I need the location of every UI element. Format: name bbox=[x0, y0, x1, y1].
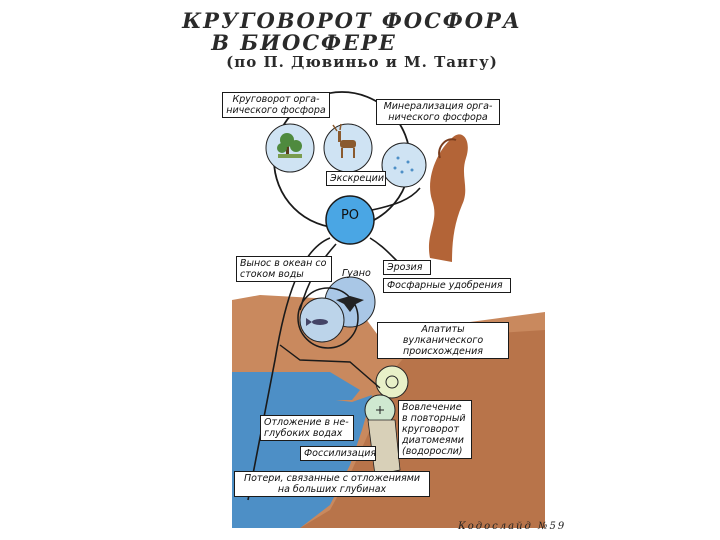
diatom-icon bbox=[376, 375, 399, 414]
organic-node bbox=[265, 123, 315, 173]
fish-icon bbox=[306, 318, 328, 326]
excretion-label: Экскреции bbox=[326, 171, 386, 186]
ocean-top bbox=[232, 372, 360, 400]
fertilizers-label: Фосфарные удобрения bbox=[383, 278, 511, 293]
volcano-smoke-icon bbox=[428, 134, 468, 262]
fertilizer-arc bbox=[371, 187, 421, 211]
footer-slide-number: Кодослайд №59 bbox=[458, 521, 567, 532]
runoff-label: Вынос в океан со стоком воды bbox=[236, 256, 332, 282]
deposition-shallow-label: Отложение в не-глубоких водах bbox=[260, 415, 354, 441]
deer-icon bbox=[332, 123, 356, 158]
phosphate-label: PO bbox=[340, 208, 360, 223]
title-line-2: В БИОСФЕРЕ bbox=[211, 30, 397, 55]
diatom-node-1 bbox=[375, 365, 409, 399]
losses-label: Потери, связанные с отложениями на больш… bbox=[234, 471, 430, 497]
loss-arc bbox=[247, 237, 331, 501]
fossilization-label: Фоссилизация bbox=[300, 446, 376, 461]
erosion-label: Эрозия bbox=[383, 260, 431, 275]
phosphate-circle bbox=[325, 195, 375, 245]
mineral-dots-icon bbox=[393, 156, 414, 174]
mineralization-label: Минерализация орга-нического фосфора bbox=[376, 99, 500, 125]
bird-icon bbox=[336, 296, 364, 312]
mineral-node bbox=[381, 142, 427, 188]
organic-cycle-label: Круговорот орга-нического фосфора bbox=[222, 92, 330, 118]
involvement-label: Вовлечение в повторный круговорот диатом… bbox=[398, 400, 472, 459]
tree-icon bbox=[277, 133, 302, 158]
guano-label: Гуано bbox=[342, 268, 371, 279]
title-line-1: КРУГОВОРОТ ФОСФОРА bbox=[182, 8, 522, 33]
apatites-label: Апатиты вулканического происхождения bbox=[377, 322, 509, 359]
title-line-3: (по П. Дювиньо и М. Тангу) bbox=[226, 53, 498, 71]
